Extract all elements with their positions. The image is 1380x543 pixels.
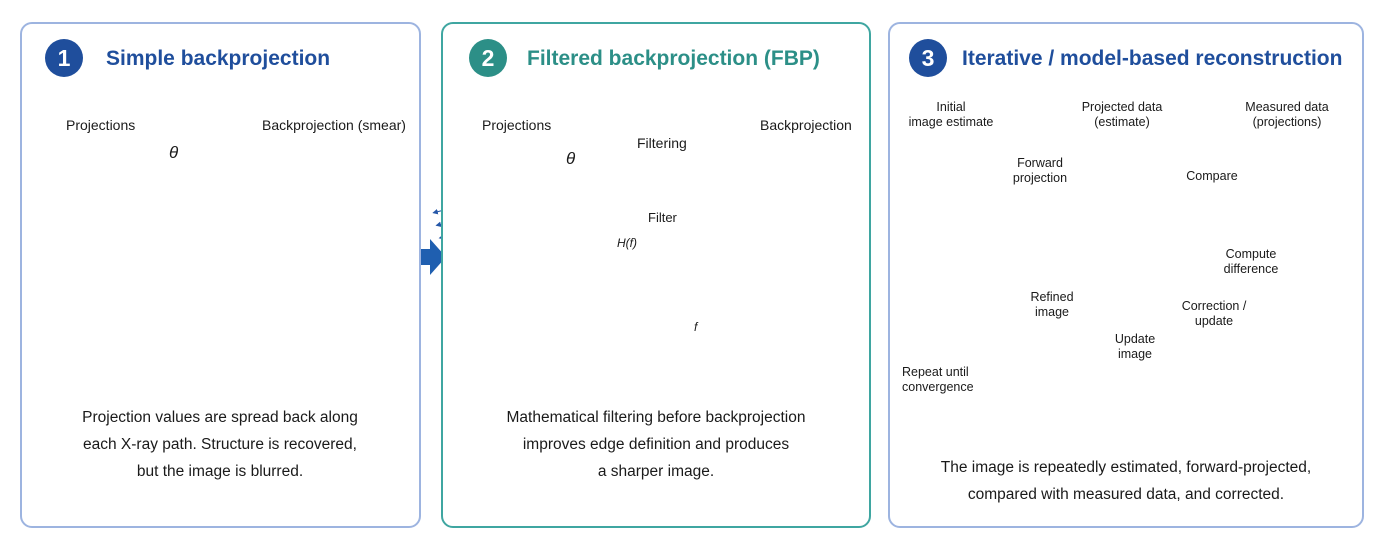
step-badge-3: 3	[909, 39, 947, 77]
label-projections-1: Projections	[66, 117, 136, 133]
label-compare: Compare	[1186, 169, 1238, 183]
label-measured-data: Measured data (projections)	[1245, 100, 1329, 129]
label-f: f	[694, 320, 698, 334]
label-forward-projection: Forward projection	[1012, 156, 1068, 185]
theta-symbol-2: θ	[566, 149, 576, 168]
label-projected-data: Projected data (estimate)	[1081, 100, 1163, 129]
label-compute-difference: Compute difference	[1223, 247, 1279, 276]
panel-title-2: Filtered backprojection (FBP)	[527, 47, 820, 70]
caption-panel-3: The image is repeatedly estimated, forwa…	[940, 459, 1312, 503]
label-filter: Filter	[648, 210, 677, 225]
label-initial-estimate: Initial image estimate	[908, 100, 994, 129]
caption-panel-2: Mathematical filtering before backprojec…	[506, 409, 806, 480]
label-correction-update: Correction / update	[1181, 299, 1247, 328]
step-badge-1: 1	[45, 39, 83, 77]
label-backprojection-2: Backprojection	[760, 117, 852, 133]
theta-symbol-1: θ	[169, 143, 179, 162]
panel-simple-backprojection	[20, 22, 421, 528]
label-backprojection-smear: Backprojection (smear)	[262, 117, 406, 133]
label-repeat-until-convergence: Repeat until convergence	[902, 365, 974, 394]
label-hf: H(f)	[617, 236, 637, 250]
label-filtering: Filtering	[637, 135, 687, 151]
panel-title-1: Simple backprojection	[106, 47, 331, 70]
label-refined-image: Refined image	[1030, 290, 1074, 319]
caption-panel-1: Projection values are spread back along …	[82, 409, 358, 480]
label-projections-2: Projections	[482, 117, 552, 133]
panel-title-3: Iterative / model-based reconstruction	[962, 47, 1343, 70]
label-update-image: Update image	[1114, 332, 1156, 361]
process-arrow-1-to-2	[414, 239, 446, 275]
panel-iterative-reconstruction	[888, 22, 1364, 528]
step-badge-2: 2	[469, 39, 507, 77]
panel-filtered-backprojection	[441, 22, 871, 528]
